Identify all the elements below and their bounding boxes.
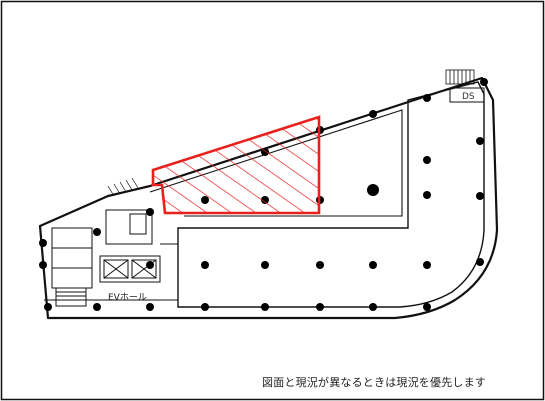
column [476,192,484,200]
column [39,261,47,269]
column [369,261,377,269]
main-hall-wall [177,81,485,308]
column [201,261,209,269]
column [369,110,377,118]
highlighted-unit-border [151,115,321,215]
footnote: 図面と現況が異なるときは現況を優先します [262,376,486,389]
column [44,303,52,311]
column [476,137,484,145]
column [316,303,324,311]
ds-label: DS [462,92,475,102]
column [93,228,101,236]
ev-hall-label: EVホール [108,292,147,303]
ds-room [449,87,485,103]
column [201,303,209,311]
stair-top-right [445,69,475,85]
column [369,303,377,311]
column [423,94,431,102]
column [146,261,154,269]
column [93,303,101,311]
stair-left [107,177,139,197]
column [423,156,431,164]
column [39,239,47,247]
highlighted-unit[interactable] [151,115,321,215]
column [367,184,379,196]
column [316,261,324,269]
column [423,191,431,199]
column [480,78,488,86]
column [261,261,269,269]
building-outline [38,76,499,320]
column [261,303,269,311]
column [423,303,431,311]
column [423,261,431,269]
column [146,303,154,311]
column [146,208,154,216]
column [476,258,484,266]
service-core [44,209,179,307]
